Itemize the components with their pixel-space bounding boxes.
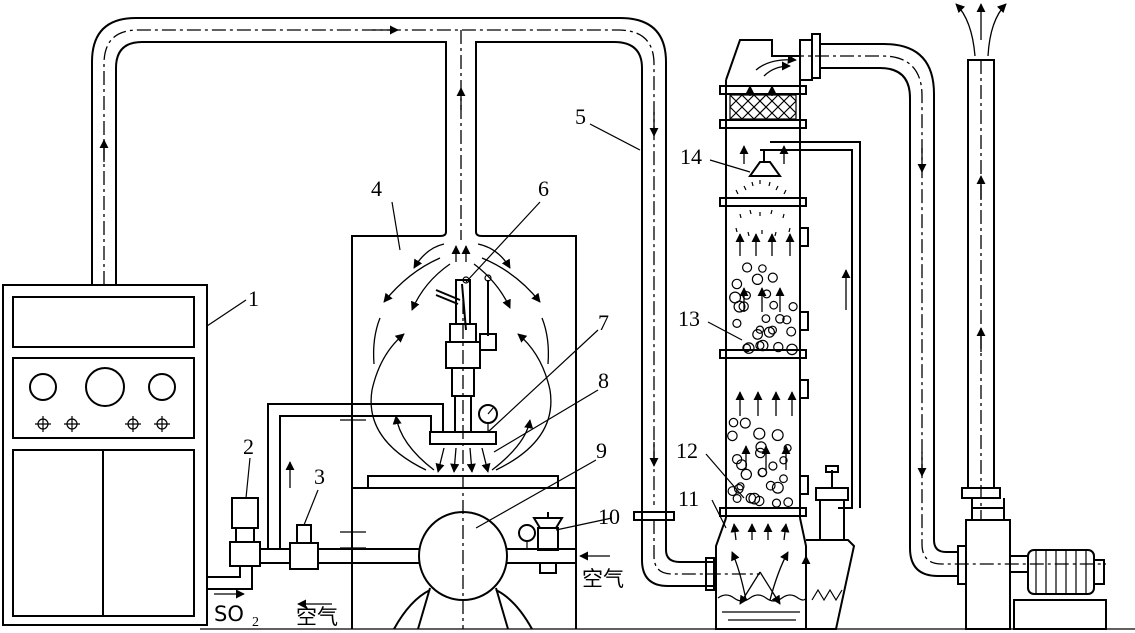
callout-7: 7 (598, 310, 609, 335)
absorption-tower (719, 33, 861, 518)
packing-ball (769, 300, 779, 310)
packing-ball (728, 417, 739, 428)
air-regulating-valve (518, 512, 564, 574)
blower-fan (393, 511, 576, 630)
packing-ball (757, 467, 768, 478)
packing-ball (738, 301, 749, 312)
flue-inlet-pipe (633, 511, 760, 591)
callout-1: 1 (248, 286, 259, 311)
packing-ball (788, 302, 798, 312)
callout-9: 9 (596, 438, 607, 463)
packing-ball (732, 494, 742, 504)
packing-ball (742, 343, 752, 353)
callout-12: 12 (676, 438, 698, 463)
callout-2: 2 (243, 434, 254, 459)
so2-feed-line (207, 403, 610, 609)
packing-ball (779, 456, 788, 465)
leader-lines (206, 123, 751, 531)
packing-balls (727, 262, 798, 508)
packing-ball (771, 498, 782, 508)
packing-ball (762, 289, 772, 299)
packing-ball (751, 273, 764, 285)
packing-ball (752, 329, 763, 340)
packing-ball (732, 318, 742, 328)
packing-ball (731, 278, 743, 290)
packing-ball (783, 444, 792, 453)
packing-ball (782, 315, 792, 325)
packing-ball (786, 343, 798, 356)
packing-ball (748, 492, 761, 505)
callout-4: 4 (371, 176, 382, 201)
packing-ball (741, 262, 753, 273)
packing-ball (783, 497, 794, 508)
stream-labels: SO 2 空气 空气 (214, 567, 624, 630)
control-cabinet (2, 284, 208, 626)
callout-6: 6 (538, 176, 549, 201)
label-air-left: 空气 (296, 605, 338, 629)
packing-ball (765, 480, 776, 491)
packing-ball (740, 468, 753, 481)
sampling-pipe-loop (91, 17, 667, 518)
packing-ball (767, 272, 778, 283)
flue-gas-arrows (370, 243, 552, 473)
packing-ball (733, 483, 744, 494)
packing-ball (742, 342, 755, 354)
label-so2: SO (214, 602, 244, 626)
packing-ball (779, 474, 788, 484)
packing-ball (771, 429, 784, 442)
callout-3: 3 (314, 464, 325, 489)
packing-ball (775, 313, 785, 324)
packing-ball (767, 325, 777, 335)
tower-sump (715, 465, 856, 630)
exhaust-duct (790, 43, 1106, 577)
callout-11: 11 (678, 486, 699, 511)
packing-ball (727, 486, 738, 497)
packing-ball (754, 447, 766, 459)
packing-ball (753, 427, 766, 440)
chimney (955, 3, 1007, 520)
callout-14: 14 (680, 144, 702, 169)
callout-5: 5 (575, 104, 586, 129)
label-so2-subscript: 2 (252, 615, 259, 630)
induced-draft-fan (957, 507, 1107, 630)
packing-ball (754, 495, 765, 507)
packing-ball (755, 441, 767, 453)
packing-ball (727, 430, 738, 442)
combustion-chamber (340, 231, 577, 629)
spray-pattern (735, 180, 791, 237)
packing-ball (756, 339, 769, 352)
packing-ball (731, 454, 743, 465)
packing-ball (755, 340, 765, 351)
packing-ball (771, 481, 784, 494)
packing-ball (736, 482, 745, 491)
callout-numbers: 1 2 3 4 5 6 7 8 9 10 11 12 13 14 (243, 104, 702, 529)
packing-ball (733, 300, 746, 313)
packing-ball (773, 341, 784, 353)
burner-assembly (429, 274, 498, 445)
packing-ball (739, 417, 751, 429)
callout-10: 10 (598, 504, 620, 529)
callout-8: 8 (598, 368, 609, 393)
packing-ball (786, 326, 797, 337)
packing-ball (742, 291, 751, 300)
label-air-right: 空气 (582, 567, 624, 591)
callout-13: 13 (678, 306, 700, 331)
packing-ball (758, 264, 767, 273)
packing-ball (768, 461, 778, 471)
packing-ball (761, 314, 771, 324)
